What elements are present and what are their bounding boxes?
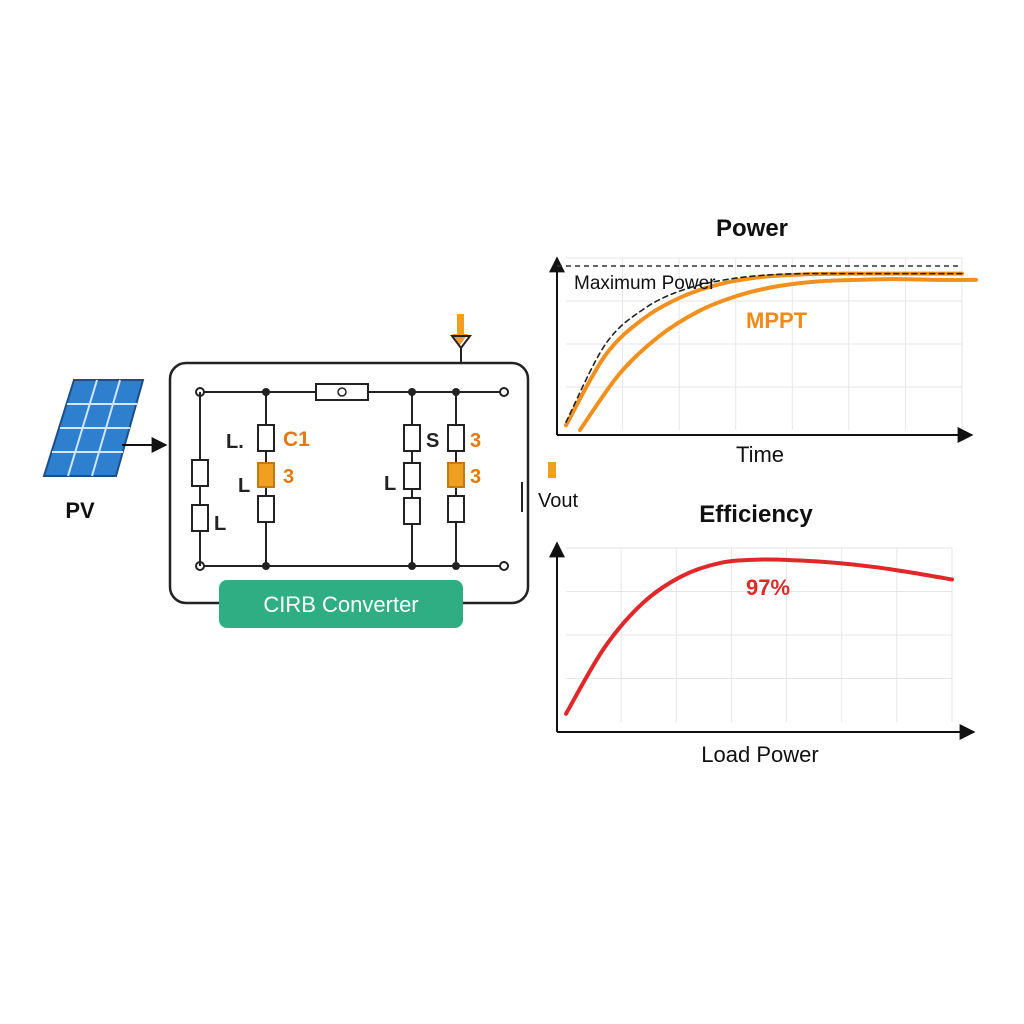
efficiency-series-line-0 (564, 557, 954, 716)
pv-label: PV (65, 498, 95, 523)
power-series-line-0 (564, 271, 964, 428)
power-chart-series (564, 271, 978, 432)
label-l-left: L. (226, 431, 244, 453)
power-chart-grid (566, 257, 963, 430)
top-input-arrow-icon (450, 314, 472, 363)
efficiency-chart-series (564, 557, 954, 716)
label-num-left: 3 (283, 466, 294, 488)
power-chart: Power Maximum Power MPPT Time (549, 215, 978, 467)
power-series-label-max: Maximum Power (574, 273, 716, 294)
label-num-right: 3 (470, 466, 481, 488)
power-chart-title: Power (716, 215, 788, 242)
efficiency-chart-grid (566, 547, 953, 722)
cirb-converter-label: CIRB Converter (263, 592, 418, 617)
label-num-top-right: 3 (470, 430, 481, 452)
power-series-line-2 (565, 272, 963, 423)
cirb-converter-badge: CIRB Converter (219, 580, 463, 628)
efficiency-chart: Efficiency 97% Load Power (549, 501, 976, 767)
efficiency-annotation: 97% (746, 575, 790, 600)
power-series-line-1 (578, 277, 978, 432)
label-c1: C1 (283, 428, 310, 451)
label-s: S (426, 430, 439, 452)
pv-panel-icon (42, 379, 145, 477)
converter-circuit (168, 314, 556, 605)
label-l-mid: L (238, 475, 250, 497)
label-l-right: L (384, 473, 396, 495)
vout-label: Vout (538, 490, 578, 512)
power-x-axis-label: Time (736, 442, 784, 467)
efficiency-chart-title: Efficiency (699, 501, 813, 528)
top-switch (315, 383, 369, 401)
power-series-label-mppt: MPPT (746, 308, 808, 333)
label-l-bottom: L (214, 513, 226, 535)
efficiency-x-axis-label: Load Power (701, 742, 818, 767)
